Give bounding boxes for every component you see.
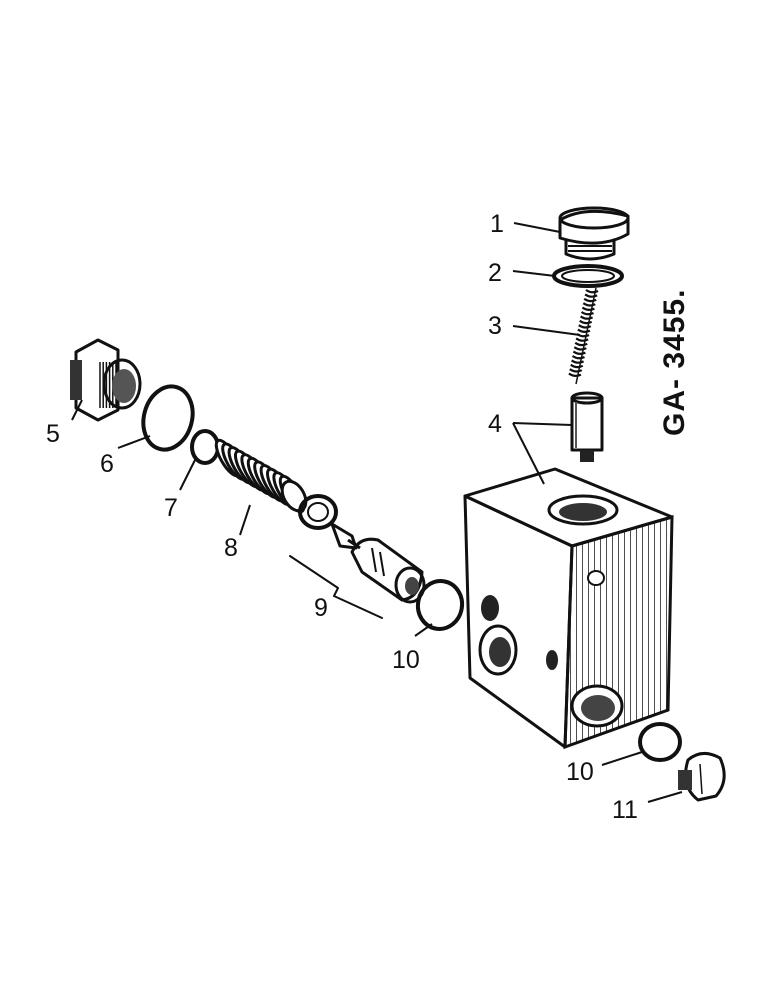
spring-coil: [579, 319, 593, 325]
callout-9: 9: [314, 594, 328, 622]
spring-part-3: [568, 287, 599, 385]
callout-10-lower: 10: [566, 758, 594, 786]
spring-coil: [584, 293, 598, 298]
spring-coil: [569, 368, 583, 373]
spring-coil: [581, 306, 595, 311]
cap-plug-part-1: [558, 206, 630, 261]
spring-coil: [571, 355, 585, 360]
spring-coil: [575, 337, 589, 342]
callout-11: 11: [612, 796, 638, 824]
spring-coil: [574, 341, 588, 347]
large-plug-part-5: [70, 338, 142, 422]
spring-coil: [570, 359, 585, 364]
sleeve-part-4: [570, 391, 604, 462]
o-ring-part-10-lower: [638, 722, 682, 762]
o-ring-part-6: [141, 384, 195, 452]
leader-lines: [71, 222, 683, 803]
spring-coil: [573, 346, 587, 351]
o-ring-part-7: [190, 429, 220, 465]
spring-coil: [577, 328, 591, 333]
spring-coil: [570, 363, 584, 369]
callout-1: 1: [490, 210, 504, 238]
small-plug-part-11: [678, 752, 726, 802]
callout-2: 2: [488, 259, 502, 287]
washer-part-2: [552, 264, 624, 288]
bracket-part-9: [289, 555, 383, 619]
spring-coil: [583, 297, 597, 303]
callout-7: 7: [164, 494, 178, 522]
o-ring-part-10-upper: [415, 579, 465, 631]
valve-block: [463, 467, 674, 750]
spring-coil: [572, 350, 586, 355]
spring-coil: [582, 302, 596, 307]
valve-assembly-part-9: [298, 494, 426, 604]
spring-coil: [579, 315, 594, 320]
callout-labels: 1 2 3 4 5 6 7 8 9 10 10 11: [46, 210, 638, 824]
coil-spring-part-8: [214, 438, 308, 514]
callout-6: 6: [100, 450, 114, 478]
spring-coil: [585, 289, 599, 294]
callout-4: 4: [488, 410, 502, 438]
callout-5: 5: [46, 420, 60, 448]
spring-coil: [580, 311, 594, 316]
callout-8: 8: [224, 534, 238, 562]
spring-coil: [568, 372, 582, 377]
spring-axis: [575, 287, 597, 385]
callout-3: 3: [488, 312, 502, 340]
spring-coil: [578, 324, 592, 329]
drawing-number: GA- 3455.: [658, 289, 691, 436]
callout-10-upper: 10: [392, 646, 420, 674]
